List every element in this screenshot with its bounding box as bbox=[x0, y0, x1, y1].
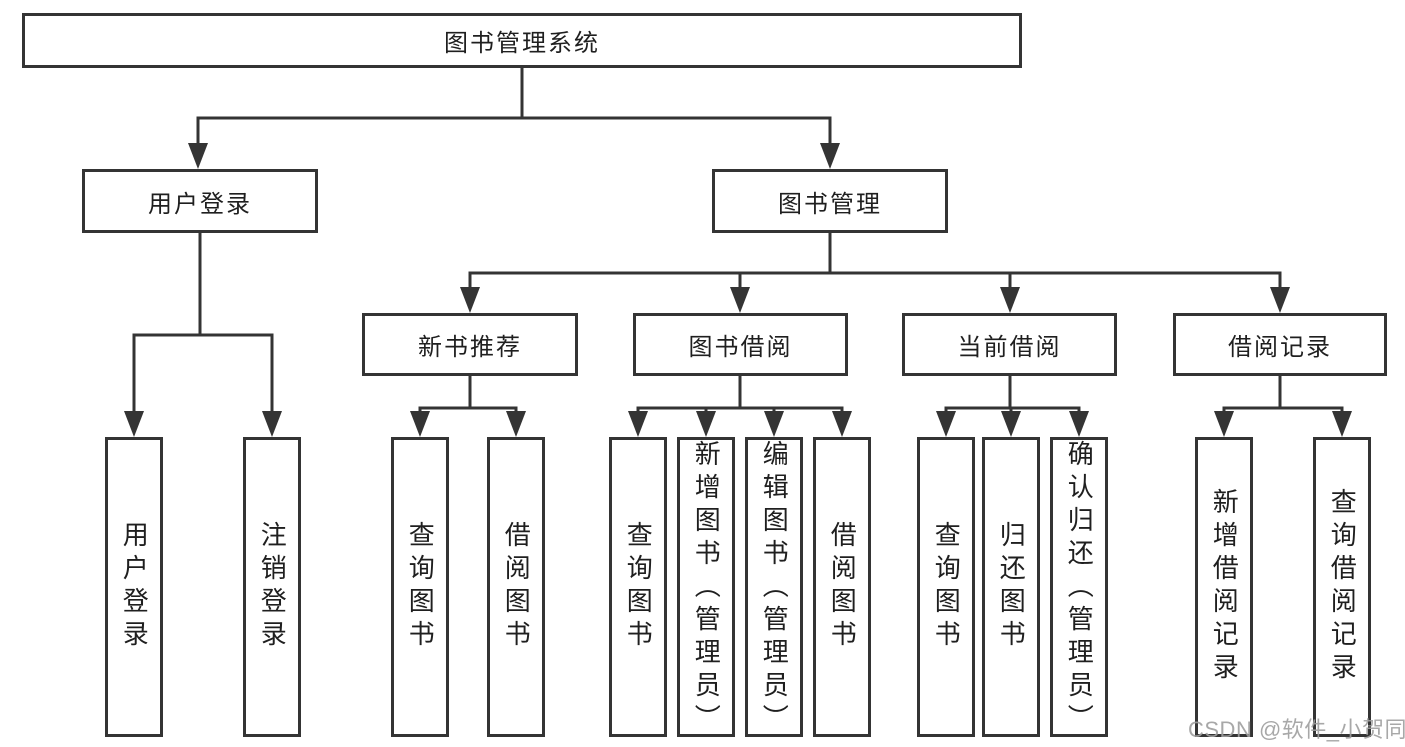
node-borrowing-records: 借阅记录 bbox=[1173, 313, 1387, 376]
arrowheads-new-books-leaves bbox=[410, 411, 526, 437]
node-current-borrowing: 当前借阅 bbox=[902, 313, 1117, 376]
node-user-login: 用户登录 bbox=[82, 169, 318, 233]
leaf-current-confirm-return: 确认归还（管理员） bbox=[1050, 437, 1108, 737]
connector-book-management-split bbox=[468, 233, 1282, 288]
leaf-newbooks-query-books: 查询图书 bbox=[391, 437, 449, 737]
node-book-borrowing: 图书借阅 bbox=[633, 313, 848, 376]
leaf-borrowing-borrow-books-label: 借阅图书 bbox=[827, 521, 858, 653]
leaf-newbooks-borrow-books-label: 借阅图书 bbox=[501, 521, 532, 653]
connector-user-login-split bbox=[132, 233, 274, 412]
leaf-current-query-books: 查询图书 bbox=[917, 437, 975, 737]
connector-current-borrowing-split bbox=[944, 376, 1081, 412]
leaf-logout-login: 注销登录 bbox=[243, 437, 301, 737]
node-new-books: 新书推荐 bbox=[362, 313, 578, 376]
node-root: 图书管理系统 bbox=[22, 13, 1022, 68]
leaf-borrowing-query-books: 查询图书 bbox=[609, 437, 667, 737]
leaf-borrowing-query-books-label: 查询图书 bbox=[623, 521, 654, 653]
leaf-records-query-record: 查询借阅记录 bbox=[1313, 437, 1371, 737]
arrowheads-level2 bbox=[188, 143, 840, 169]
leaf-borrowing-add-books-label: 新增图书（管理员） bbox=[691, 440, 722, 737]
leaf-logout-login-label: 注销登录 bbox=[257, 521, 288, 653]
leaf-current-return-books-label: 归还图书 bbox=[996, 521, 1027, 653]
leaf-borrowing-borrow-books: 借阅图书 bbox=[813, 437, 871, 737]
leaf-current-confirm-return-label: 确认归还（管理员） bbox=[1064, 440, 1095, 737]
node-book-borrowing-label: 图书借阅 bbox=[688, 334, 793, 361]
csdn-watermark: CSDN @软件_小贺同学 bbox=[1188, 717, 1405, 742]
node-book-management-label: 图书管理 bbox=[778, 190, 882, 218]
arrowheads-book-borrowing-leaves bbox=[628, 411, 852, 437]
node-borrowing-records-label: 借阅记录 bbox=[1228, 334, 1332, 361]
leaf-records-add-record: 新增借阅记录 bbox=[1195, 437, 1253, 737]
leaf-user-login-label: 用户登录 bbox=[119, 521, 150, 653]
connector-root-to-level2 bbox=[196, 68, 832, 144]
arrowheads-level3 bbox=[460, 287, 1290, 313]
leaf-records-add-record-label: 新增借阅记录 bbox=[1209, 488, 1240, 686]
leaf-borrowing-add-books: 新增图书（管理员） bbox=[677, 437, 735, 737]
leaf-borrowing-edit-books-label: 编辑图书（管理员） bbox=[759, 440, 790, 737]
leaf-newbooks-query-books-label: 查询图书 bbox=[405, 521, 436, 653]
connector-book-borrowing-split bbox=[636, 376, 844, 412]
leaf-user-login: 用户登录 bbox=[105, 437, 163, 737]
arrowheads-user-login-leaves bbox=[124, 411, 282, 437]
leaf-current-return-books: 归还图书 bbox=[982, 437, 1040, 737]
leaf-newbooks-borrow-books: 借阅图书 bbox=[487, 437, 545, 737]
arrowheads-borrowing-records-leaves bbox=[1214, 411, 1352, 437]
connector-borrowing-records-split bbox=[1222, 376, 1344, 412]
node-user-login-label: 用户登录 bbox=[148, 190, 252, 218]
leaf-current-query-books-label: 查询图书 bbox=[931, 521, 962, 653]
node-root-label: 图书管理系统 bbox=[444, 30, 600, 57]
node-book-management: 图书管理 bbox=[712, 169, 948, 233]
leaf-records-query-record-label: 查询借阅记录 bbox=[1327, 488, 1358, 686]
connector-new-books-split bbox=[418, 376, 518, 412]
arrowheads-current-borrowing-leaves bbox=[936, 411, 1089, 437]
node-new-books-label: 新书推荐 bbox=[418, 334, 522, 361]
leaf-borrowing-edit-books: 编辑图书（管理员） bbox=[745, 437, 803, 737]
node-current-borrowing-label: 当前借阅 bbox=[957, 334, 1062, 361]
